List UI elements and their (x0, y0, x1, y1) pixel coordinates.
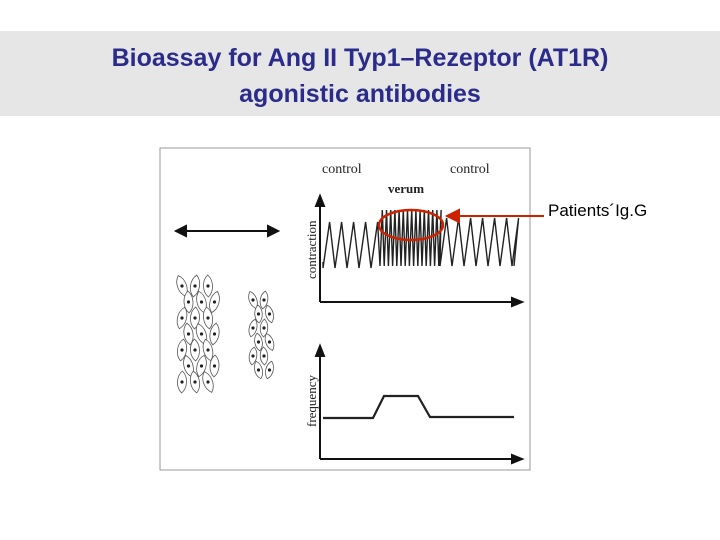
cell-nucleus (186, 300, 191, 304)
cell-nucleus (199, 300, 204, 304)
cell-nucleus (186, 364, 191, 368)
cell-nucleus (180, 316, 184, 320)
cell-nucleus (251, 354, 255, 358)
cardiomyocytes-relaxed (176, 274, 220, 394)
cardiomyocytes-contracted (248, 290, 275, 380)
cell-nucleus (180, 284, 184, 288)
frequency-trace (323, 394, 514, 420)
cell-nucleus (267, 368, 272, 372)
contraction-trace (322, 209, 520, 269)
callout-label-patients-igg: Patients´Ig.G (548, 201, 648, 220)
cell-nucleus (251, 326, 255, 330)
cell-nucleus (256, 312, 261, 316)
contraction-axes (314, 193, 525, 308)
cell-nucleus (212, 364, 217, 368)
cell-nucleus (206, 380, 210, 384)
cell-nucleus (180, 348, 184, 352)
cell-nucleus (193, 284, 197, 288)
slide-title-line-1: Bioassay for Ang II Typ1–Rezeptor (AT1R) (111, 44, 609, 72)
cell-nucleus (212, 332, 217, 336)
cell-nucleus (193, 316, 197, 320)
cell-nucleus (267, 312, 272, 316)
slide-title-line-2: agonistic antibodies (239, 80, 481, 108)
label-verum: verum (388, 181, 424, 196)
axis-label-contraction: contraction (304, 220, 319, 279)
verum-highlight-circle (377, 208, 445, 242)
cell-nucleus (199, 332, 204, 336)
label-control-left: control (322, 162, 362, 177)
cell-nucleus (262, 354, 266, 358)
cell-nucleus (180, 380, 184, 384)
cell-nucleus (199, 364, 204, 368)
frequency-axes (314, 343, 525, 465)
label-control-right: control (450, 162, 490, 177)
cell-nucleus (262, 298, 266, 302)
cell-nucleus (256, 368, 261, 372)
cell-nucleus (206, 284, 210, 288)
cell-nucleus (212, 300, 217, 304)
cell-nucleus (267, 340, 272, 344)
axis-label-frequency: frequency (304, 375, 319, 427)
cell-nucleus (193, 380, 197, 384)
cell-nucleus (256, 340, 261, 344)
cell-nucleus (193, 348, 197, 352)
cell-nucleus (206, 348, 210, 352)
cell-nucleus (206, 316, 210, 320)
cell-nucleus (251, 298, 255, 302)
cell-nucleus (262, 326, 266, 330)
title-band (0, 31, 720, 116)
callout-arrow (444, 208, 544, 224)
cell-nucleus (186, 332, 191, 336)
double-arrow (173, 224, 281, 238)
